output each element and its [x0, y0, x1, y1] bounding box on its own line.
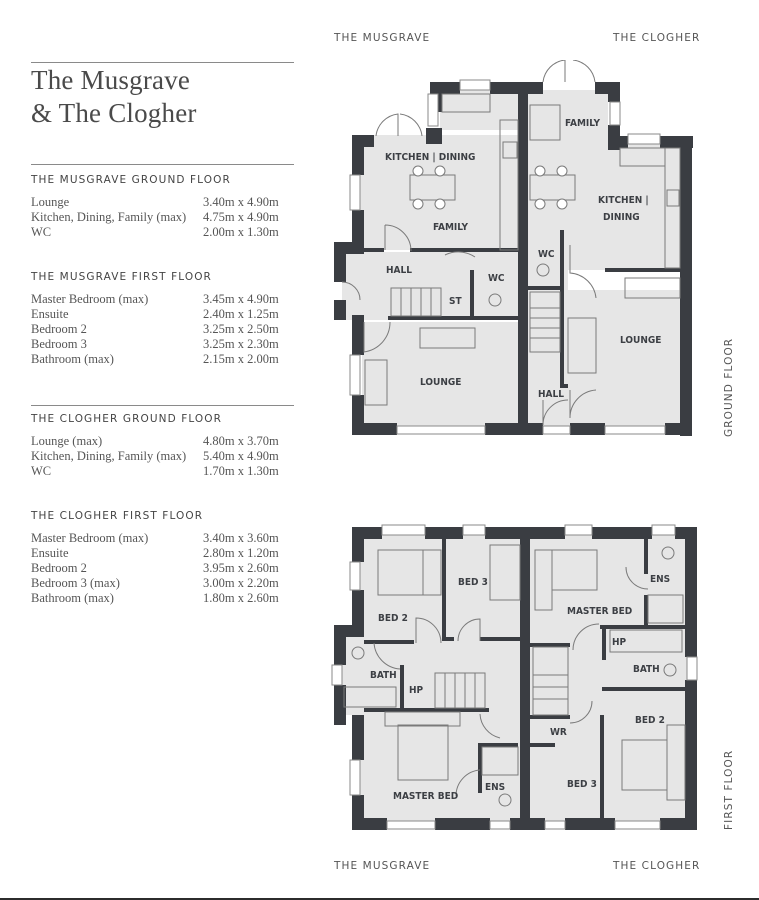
room-label-clogher-master: MASTER BED [567, 606, 632, 617]
page-bottom-rule [0, 898, 759, 900]
room-label-clogher-bath: BATH [633, 664, 660, 675]
schedule-musgrave-first: THE MUSGRAVE FIRST FLOOR Master Bedroom … [31, 271, 294, 367]
room-label-musgrave-master: MASTER BED [393, 791, 458, 802]
room-name: WC [31, 225, 52, 239]
schedule-clogher-first: THE CLOGHER FIRST FLOOR Master Bedroom (… [31, 510, 294, 606]
room-row: Bedroom 2 3.95m x 2.60m [31, 561, 294, 576]
label-ground-floor: GROUND FLOOR [723, 337, 735, 437]
room-label-clogher-wc: WC [538, 249, 555, 260]
room-label-musgrave-hp: HP [409, 685, 424, 696]
room-label-musgrave-lounge: LOUNGE [420, 377, 461, 388]
room-row: Ensuite 2.40m x 1.25m [31, 307, 294, 322]
room-label-musgrave-bed3: BED 3 [458, 577, 488, 588]
room-dim: 3.40m x 3.60m [203, 531, 279, 545]
room-row: Kitchen, Dining, Family (max) 4.75m x 4.9… [31, 210, 294, 225]
room-dim: 3.40m x 4.90m [203, 195, 279, 209]
room-name: Bathroom (max) [31, 352, 114, 366]
room-row: WC 2.00m x 1.30m [31, 225, 294, 240]
room-dim: 2.80m x 1.20m [203, 546, 279, 560]
title-top-rule [31, 62, 294, 63]
room-label-musgrave-wc: WC [488, 273, 505, 284]
room-label-clogher-bed3: BED 3 [567, 779, 597, 790]
label-first-floor: FIRST FLOOR [723, 749, 735, 830]
room-row: Bedroom 3 (max) 3.00m x 2.20m [31, 576, 294, 591]
room-label-clogher-family: FAMILY [565, 118, 600, 129]
title-line-2: & The Clogher [31, 98, 197, 128]
schedule-musgrave-ground: THE MUSGRAVE GROUND FLOOR Lounge 3.40m x … [31, 174, 294, 240]
room-row: Master Bedroom (max) 3.45m x 4.90m [31, 292, 294, 307]
section-heading: THE MUSGRAVE FIRST FLOOR [31, 271, 212, 283]
room-label-clogher-hall: HALL [538, 389, 564, 400]
room-row: Ensuite 2.80m x 1.20m [31, 546, 294, 561]
room-dim: 1.70m x 1.30m [203, 464, 279, 478]
section-heading: THE CLOGHER FIRST FLOOR [31, 510, 204, 522]
room-label-musgrave-kitchen-dining: KITCHEN | DINING [385, 152, 475, 163]
section-heading: THE CLOGHER GROUND FLOOR [31, 413, 223, 425]
room-dim: 1.80m x 2.60m [203, 591, 279, 605]
room-label-clogher-bed2: BED 2 [635, 715, 665, 726]
room-dim: 4.80m x 3.70m [203, 434, 279, 448]
room-label-musgrave-bath: BATH [370, 670, 397, 681]
room-name: Bedroom 2 [31, 561, 87, 575]
section-rule-1 [31, 164, 294, 165]
room-dim: 2.15m x 2.00m [203, 352, 279, 366]
label-clogher-bottom: THE CLOGHER [613, 860, 701, 872]
room-name: Master Bedroom (max) [31, 292, 149, 306]
section-heading: THE MUSGRAVE GROUND FLOOR [31, 174, 231, 186]
room-name: Ensuite [31, 546, 69, 560]
page-title: The Musgrave & The Clogher [31, 64, 197, 130]
room-name: Master Bedroom (max) [31, 531, 149, 545]
room-row: Bathroom (max) 1.80m x 2.60m [31, 591, 294, 606]
room-name: WC [31, 464, 52, 478]
room-dim: 2.00m x 1.30m [203, 225, 279, 239]
room-name: Bathroom (max) [31, 591, 114, 605]
room-label-clogher-kitchen: KITCHEN | [598, 195, 649, 206]
label-musgrave-top: THE MUSGRAVE [334, 32, 431, 44]
schedule-clogher-ground: THE CLOGHER GROUND FLOOR Lounge (max) 4.8… [31, 413, 294, 479]
room-row: Lounge 3.40m x 4.90m [31, 195, 294, 210]
room-row: Bedroom 3 3.25m x 2.30m [31, 337, 294, 352]
room-label-clogher-ens: ENS [650, 574, 670, 585]
title-line-1: The Musgrave [31, 65, 191, 95]
room-label-musgrave-bed2: BED 2 [378, 613, 408, 624]
room-row: Master Bedroom (max) 3.40m x 3.60m [31, 531, 294, 546]
room-dim: 3.25m x 2.50m [203, 322, 279, 336]
room-name: Lounge [31, 195, 70, 209]
room-dim: 3.95m x 2.60m [203, 561, 279, 575]
room-name: Bedroom 3 (max) [31, 576, 120, 590]
room-name: Bedroom 2 [31, 322, 87, 336]
room-label-clogher-wr: WR [550, 727, 567, 738]
room-dim: 3.25m x 2.30m [203, 337, 279, 351]
room-dim: 3.45m x 4.90m [203, 292, 279, 306]
first-floor-plan: BED 2 BED 3 BATH HP MASTER BED ENS MASTE… [331, 524, 698, 830]
room-row: WC 1.70m x 1.30m [31, 464, 294, 479]
section-rule-2 [31, 405, 294, 406]
room-name: Ensuite [31, 307, 69, 321]
room-dim: 2.40m x 1.25m [203, 307, 279, 321]
room-dim: 5.40m x 4.90m [203, 449, 279, 463]
room-row: Bathroom (max) 2.15m x 2.00m [31, 352, 294, 367]
room-label-clogher-dining: DINING [603, 212, 640, 223]
label-clogher-top: THE CLOGHER [613, 32, 701, 44]
room-row: Kitchen, Dining, Family (max) 5.40m x 4.9… [31, 449, 294, 464]
room-label-clogher-hp: HP [612, 637, 627, 648]
room-row: Lounge (max) 4.80m x 3.70m [31, 434, 294, 449]
ground-floor-plan: KITCHEN | DINING FAMILY HALL WC ST LOUNG… [334, 60, 693, 436]
room-label-musgrave-family: FAMILY [433, 222, 468, 233]
room-name: Bedroom 3 [31, 337, 87, 351]
room-label-musgrave-store: ST [449, 296, 462, 307]
room-dim: 4.75m x 4.90m [203, 210, 279, 224]
room-label-clogher-lounge: LOUNGE [620, 335, 661, 346]
label-musgrave-bottom: THE MUSGRAVE [334, 860, 431, 872]
room-row: Bedroom 2 3.25m x 2.50m [31, 322, 294, 337]
room-name: Kitchen, Dining, Family (max) [31, 449, 187, 463]
room-name: Lounge (max) [31, 434, 103, 448]
room-label-musgrave-ens: ENS [485, 782, 505, 793]
room-label-musgrave-hall: HALL [386, 265, 412, 276]
room-name: Kitchen, Dining, Family (max) [31, 210, 187, 224]
room-dim: 3.00m x 2.20m [203, 576, 279, 590]
